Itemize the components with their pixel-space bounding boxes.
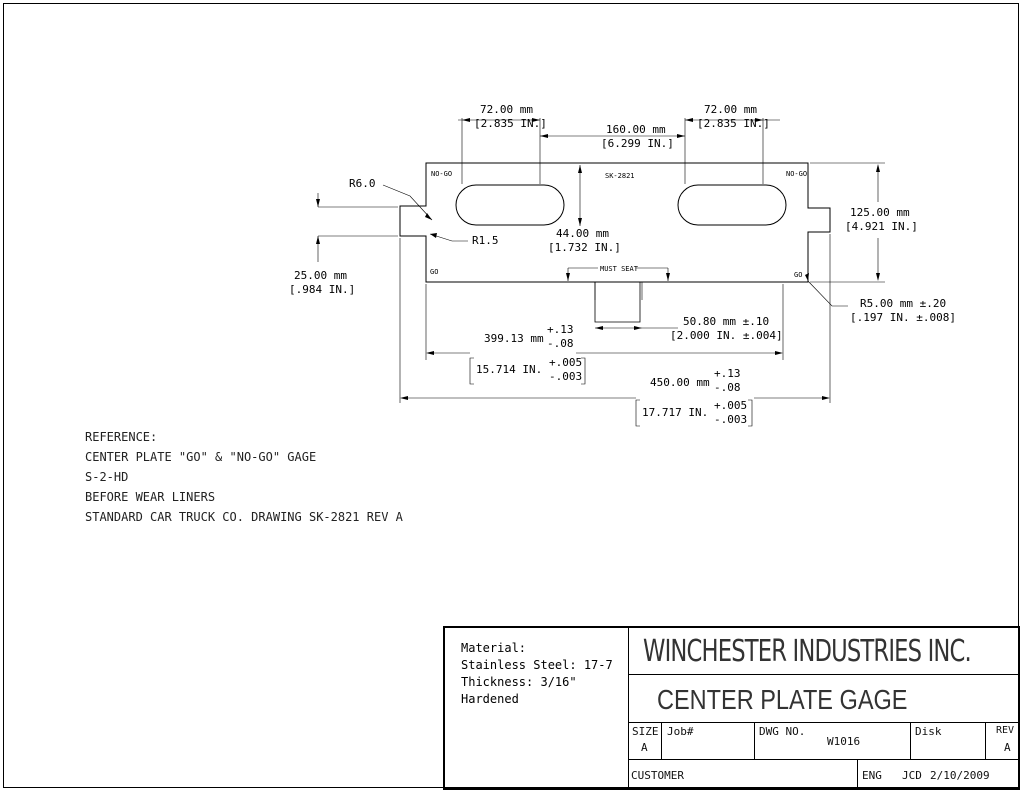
nogo-label-left: NO-GO [431,170,453,178]
material-notes: Material: Stainless Steel: 17-7 Thicknes… [461,640,613,708]
dim-overall-in: 17.717 IN. [642,406,709,419]
reference-line: REFERENCE: [85,430,158,444]
disk-label: Disk [915,725,942,738]
dwg-cell: DWG NO. W1016 [754,722,911,760]
left-slot [455,184,565,226]
dim-overall-tol-minus: -.08 [714,381,741,394]
size-label: SIZE [632,725,659,738]
dim-slot-right-mm: 72.00 mm [704,103,757,116]
material-line: Stainless Steel: 17-7 [461,658,613,672]
dim-overall-tol-plus: +.13 [714,367,741,380]
right-slot [677,184,787,226]
eng-cell: ENG JCD 2/10/2009 [857,759,1019,789]
size-value: A [641,741,648,754]
reference-notes: REFERENCE: CENTER PLATE "GO" & "NO-GO" G… [85,427,403,527]
dim-inner-in-minus: -.003 [549,370,583,383]
dim-step-in: [.984 IN.] [289,283,356,296]
job-label: Job# [667,725,694,738]
title-cell: CENTER PLATE GAGE [628,674,1019,723]
material-cell: Material: Stainless Steel: 17-7 Thicknes… [444,627,629,789]
go-label-left: GO [430,268,439,276]
dim-r5-in: [.197 IN. ±.008] [850,311,956,324]
dim-slot-left-in: [2.835 IN.] [474,117,547,130]
reference-line: STANDARD CAR TRUCK CO. DRAWING SK-2821 R… [85,510,403,524]
nogo-label-right: NO-GO [786,170,808,178]
dim-height-mm: 125.00 mm [850,206,910,219]
company-name: WINCHESTER INDUSTRIES INC. [643,634,972,669]
must-seat-label: MUST SEAT [600,265,638,273]
dwg-label: DWG NO. [759,725,806,738]
dim-r6: R6.0 [349,177,376,190]
dim-slot-right-in: [2.835 IN.] [697,117,770,130]
reference-line: CENTER PLATE "GO" & "NO-GO" GAGE [85,450,317,464]
must-seat-notch [594,282,641,323]
disk-cell: Disk [910,722,986,760]
dim-inner-in-plus: +.005 [549,356,583,369]
dim-r5-mm: R5.00 mm ±.20 [860,297,947,310]
plate-outline [399,162,831,283]
go-label-right: GO [794,271,803,279]
material-line: Thickness: 3/16" [461,675,577,689]
dim-slot-spacing-in: [6.299 IN.] [601,137,674,150]
customer-label: CUSTOMER [631,769,684,782]
dim-overall-in-minus: -.003 [714,413,748,426]
drawing-title: CENTER PLATE GAGE [657,684,908,715]
company-cell: WINCHESTER INDUSTRIES INC. [628,627,1019,675]
rev-value: A [1004,741,1011,754]
eng-initials: JCD [902,769,922,782]
dwg-number: W1016 [827,735,861,748]
reference-line: BEFORE WEAR LINERS [85,490,216,504]
dim-inner-in: 15.714 IN. [476,363,543,376]
dim-slot-width-in: [1.732 IN.] [548,241,621,254]
dim-inner-mm: 399.13 mm [484,332,544,345]
dim-inner-tol-plus: +.13 [547,323,574,336]
material-line: Material: [461,641,527,655]
dim-slot-width-mm: 44.00 mm [556,227,609,240]
dim-overall-mm: 450.00 mm [650,376,710,389]
reference-line: S-2-HD [85,470,129,484]
part-number-label: SK-2821 [605,172,635,180]
dim-seat-mm: 50.80 mm ±.10 [683,315,770,328]
dim-r15: R1.5 [472,234,499,247]
dim-inner-tol-minus: -.08 [547,337,574,350]
drawing-border [3,3,1019,788]
drawing-date: 2/10/2009 [930,769,990,782]
dim-seat-in: [2.000 IN. ±.004] [670,329,783,342]
dim-slot-spacing-mm: 160.00 mm [606,123,666,136]
customer-cell: CUSTOMER [628,759,858,789]
dim-overall-in-plus: +.005 [714,399,748,412]
title-block: Material: Stainless Steel: 17-7 Thicknes… [443,626,1020,790]
eng-label: ENG [862,769,882,782]
size-cell: SIZE A [628,722,662,760]
dim-step-mm: 25.00 mm [294,269,347,282]
rev-label: REV [996,725,1015,736]
rev-cell: REV A [985,722,1019,760]
dim-slot-left-mm: 72.00 mm [480,103,533,116]
dim-height-in: [4.921 IN.] [845,220,918,233]
job-cell: Job# [661,722,755,760]
material-line: Hardened [461,692,519,706]
